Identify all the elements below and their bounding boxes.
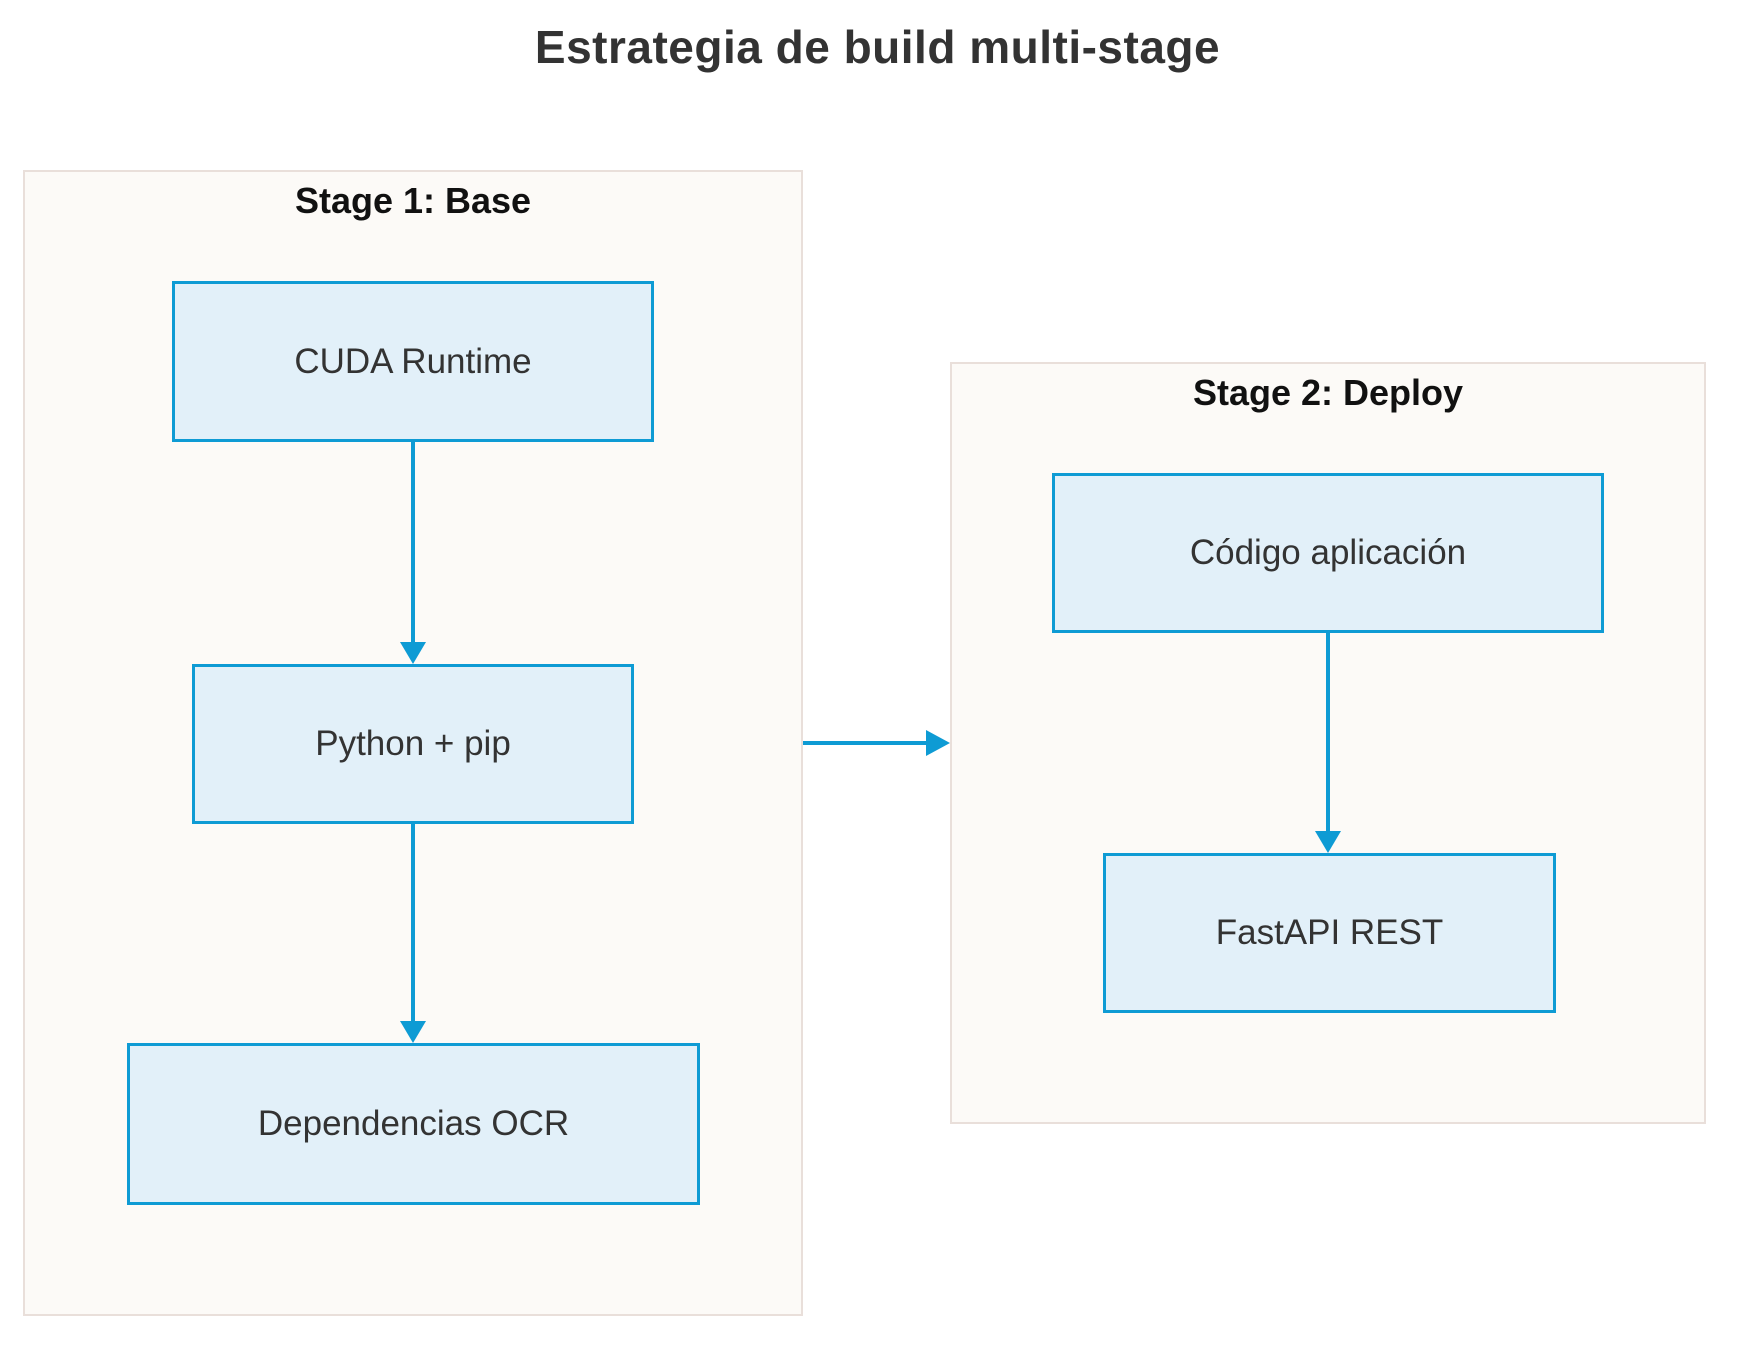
stage2-label: Stage 2: Deploy (1192, 372, 1464, 413)
stage1-label: Stage 1: Base (294, 180, 532, 221)
arrow-head-down-icon (400, 642, 426, 664)
node-codigo-aplicacion: Código aplicación (1052, 473, 1604, 633)
arrow-head-down-icon (1315, 831, 1341, 853)
arrow-head-right-icon (926, 730, 950, 756)
node-dependencias-ocr: Dependencias OCR (127, 1043, 700, 1205)
node-python-pip: Python + pip (192, 664, 634, 824)
arrow-line (1326, 633, 1330, 833)
diagram-title: Estrategia de build multi-stage (534, 21, 1221, 73)
arrow-line (411, 824, 415, 1023)
arrow-line (411, 442, 415, 644)
arrow-head-down-icon (400, 1021, 426, 1043)
arrow-line (803, 741, 928, 745)
node-fastapi-rest: FastAPI REST (1103, 853, 1556, 1013)
node-cuda-runtime: CUDA Runtime (172, 281, 654, 442)
